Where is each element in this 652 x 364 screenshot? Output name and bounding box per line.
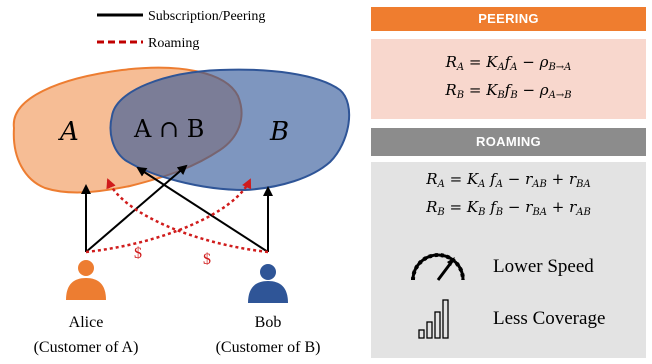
bob-name: Bob xyxy=(255,314,282,331)
legend-roaming-label: Roaming xyxy=(148,36,199,51)
bob-to-intersection-arrow xyxy=(136,166,269,253)
legend: Subscription/Peering Roaming xyxy=(97,9,265,51)
alice-role: (Customer of A) xyxy=(34,339,139,356)
roaming-equation-b: RB = KB fB − rBA + rAB xyxy=(426,198,591,218)
alice-roaming-arrow xyxy=(85,178,252,254)
peering-equation-a: RA = KAfA − ρB→A xyxy=(445,53,572,73)
peering-equation-b: RB = KBfB − ρA→B xyxy=(445,81,572,101)
alice-avatar xyxy=(66,260,106,300)
network-diagram: Subscription/Peering Roaming A A ∩ B B $… xyxy=(12,9,351,356)
roaming-header: ROAMING xyxy=(371,128,646,156)
dollar-sign-left: $ xyxy=(134,245,142,262)
signal-bars-icon xyxy=(418,299,449,339)
set-a-label: A xyxy=(58,117,79,147)
bob-role: (Customer of B) xyxy=(216,339,321,356)
set-b-label: B xyxy=(269,117,289,147)
alice-name: Alice xyxy=(69,314,104,331)
dollar-sign-right: $ xyxy=(203,251,211,268)
bob-avatar xyxy=(248,264,288,303)
roaming-panel: RA = KA fA − rAB + rBA RB = KB fB − rBA … xyxy=(371,162,646,358)
legend-subscription-label: Subscription/Peering xyxy=(148,9,265,24)
speedometer-icon xyxy=(411,253,465,281)
less-coverage-label: Less Coverage xyxy=(493,308,606,329)
peering-panel: RA = KAfA − ρB→A RB = KBfB − ρA→B xyxy=(371,39,646,119)
lower-speed-label: Lower Speed xyxy=(493,256,594,277)
intersection-label: A ∩ B xyxy=(133,115,204,143)
peering-header: PEERING xyxy=(371,7,646,31)
roaming-equation-a: RA = KA fA − rAB + rBA xyxy=(426,170,591,190)
roaming-arrows xyxy=(85,178,269,254)
bob-roaming-arrow xyxy=(106,178,269,254)
set-b-region xyxy=(109,68,351,192)
